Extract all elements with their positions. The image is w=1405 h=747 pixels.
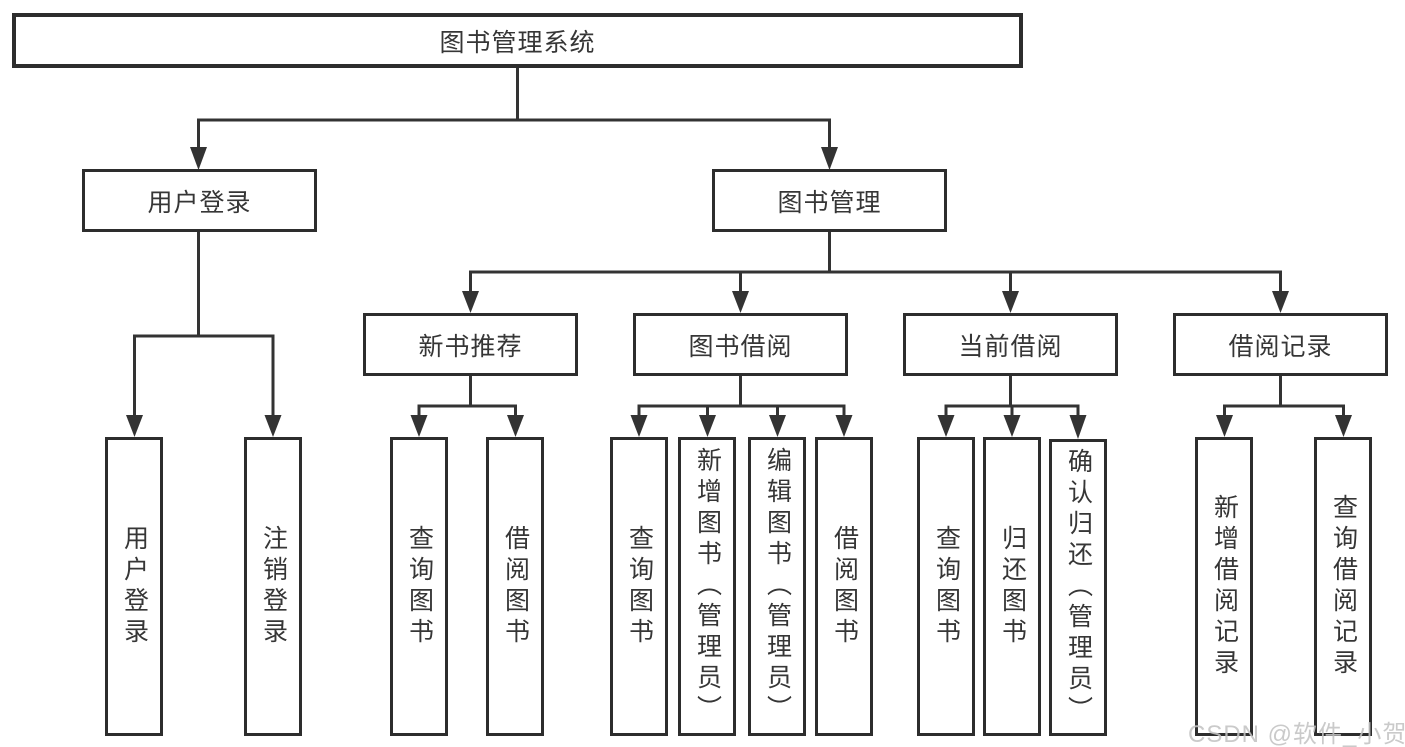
node-new-book-recommend: 新书推荐 (363, 313, 578, 376)
node-root: 图书管理系统 (12, 13, 1023, 68)
node-query-books-recommend: 查询图书 (390, 437, 448, 736)
node-query-books-current: 查询图书 (917, 437, 975, 736)
node-add-books-admin: 新增图书（管理员） (678, 437, 736, 736)
csdn-watermark: CSDN @软件_小贺同学 (1188, 721, 1405, 747)
node-current-borrow: 当前借阅 (903, 313, 1118, 376)
node-add-borrow-record: 新增借阅记录 (1195, 437, 1253, 736)
node-book-borrow: 图书借阅 (633, 313, 848, 376)
node-borrow-records: 借阅记录 (1173, 313, 1388, 376)
node-edit-books-admin: 编辑图书（管理员） (748, 437, 806, 736)
node-book-management: 图书管理 (712, 169, 947, 232)
node-logout-leaf: 注销登录 (244, 437, 302, 736)
node-confirm-return-admin: 确认归还（管理员） (1049, 439, 1107, 736)
node-query-books-borrow: 查询图书 (610, 437, 668, 736)
node-borrow-books-recommend: 借阅图书 (486, 437, 544, 736)
node-query-borrow-record: 查询借阅记录 (1314, 437, 1372, 736)
node-return-books: 归还图书 (983, 437, 1041, 736)
node-user-login-leaf: 用户登录 (105, 437, 163, 736)
node-borrow-books-leaf: 借阅图书 (815, 437, 873, 736)
node-user-login: 用户登录 (82, 169, 317, 232)
